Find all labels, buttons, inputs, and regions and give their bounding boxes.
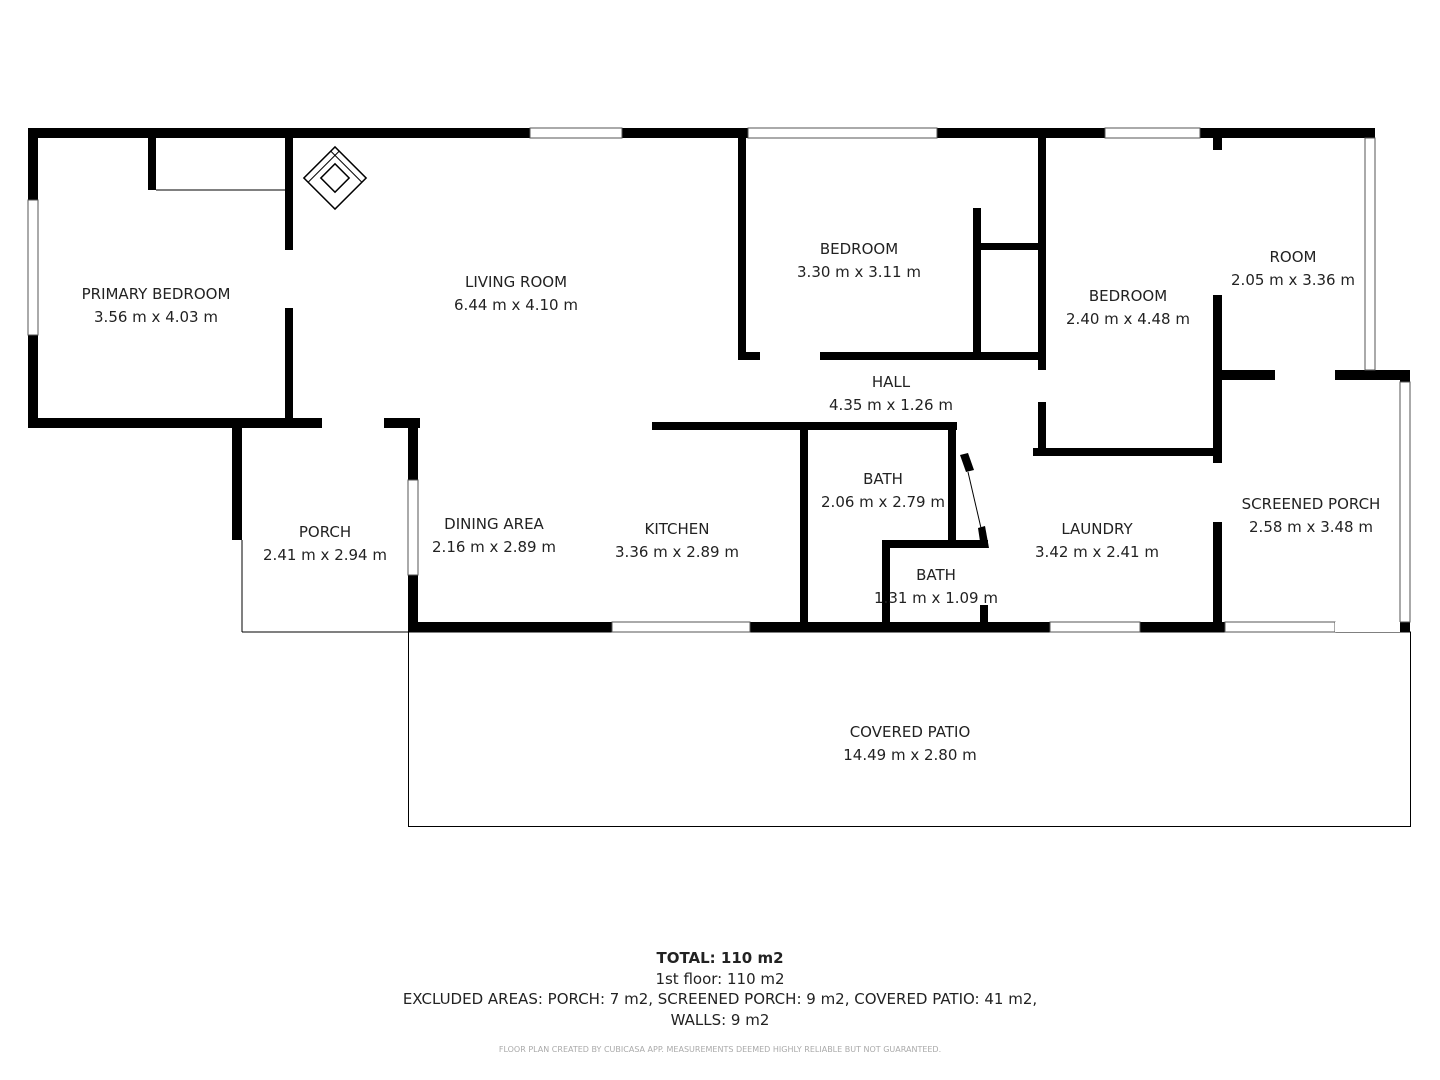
room-screened-porch: SCREENED PORCH 2.58 m x 3.48 m [1242, 493, 1381, 539]
room-bath-1: BATH 2.06 m x 2.79 m [821, 468, 945, 514]
room-size: 6.44 m x 4.10 m [454, 296, 578, 314]
total-area: TOTAL: 110 m2 [656, 949, 784, 967]
room-size: 3.56 m x 4.03 m [94, 308, 218, 326]
room-bath-2: BATH 1.31 m x 1.09 m [874, 564, 998, 610]
excluded-areas: EXCLUDED AREAS: PORCH: 7 m2, SCREENED PO… [402, 990, 1038, 1008]
walls [28, 128, 1410, 632]
room-primary-bedroom: PRIMARY BEDROOM 3.56 m x 4.03 m [82, 283, 231, 329]
credit-text: FLOOR PLAN CREATED BY CUBICASA APP. MEAS… [498, 1045, 942, 1054]
room-name: SCREENED PORCH [1241, 495, 1381, 513]
room-size: 2.06 m x 2.79 m [821, 493, 945, 511]
room-size: 4.35 m x 1.26 m [829, 396, 953, 414]
room-size: 2.16 m x 2.89 m [432, 538, 556, 556]
room-covered-patio: COVERED PATIO 14.49 m x 2.80 m [843, 721, 977, 767]
porch-outline [241, 540, 408, 633]
room-name: PORCH [298, 523, 352, 541]
room-laundry: LAUNDRY 3.42 m x 2.41 m [1035, 518, 1159, 564]
room-size: 3.30 m x 3.11 m [797, 263, 921, 281]
room-living-room: LIVING ROOM 6.44 m x 4.10 m [454, 271, 578, 317]
fireplace-icon [302, 145, 368, 211]
room-name: COVERED PATIO [849, 723, 971, 741]
room-dining-area: DINING AREA 2.16 m x 2.89 m [432, 513, 556, 559]
room-name: LAUNDRY [1061, 520, 1133, 538]
room-size: 2.40 m x 4.48 m [1066, 310, 1190, 328]
room-name: BATH [863, 470, 903, 488]
room-size: 2.05 m x 3.36 m [1231, 271, 1355, 289]
room-size: 2.58 m x 3.48 m [1249, 518, 1373, 536]
room-name: DINING AREA [444, 515, 544, 533]
room-size: 14.49 m x 2.80 m [843, 746, 977, 764]
walls-area: WALLS: 9 m2 [670, 1010, 770, 1029]
room-name: BEDROOM [819, 240, 899, 258]
room-name: PRIMARY BEDROOM [81, 285, 231, 303]
room-name: LIVING ROOM [464, 273, 568, 291]
room-name: ROOM [1269, 248, 1317, 266]
room-size: 3.42 m x 2.41 m [1035, 543, 1159, 561]
room-hall: HALL 4.35 m x 1.26 m [829, 371, 953, 417]
room-bedroom-1: BEDROOM 3.30 m x 3.11 m [797, 238, 921, 284]
room-bedroom-2: BEDROOM 2.40 m x 4.48 m [1066, 285, 1190, 331]
room-room: ROOM 2.05 m x 3.36 m [1231, 246, 1355, 292]
room-size: 3.36 m x 2.89 m [615, 543, 739, 561]
room-name: BEDROOM [1088, 287, 1168, 305]
room-porch: PORCH 2.41 m x 2.94 m [263, 521, 387, 567]
room-name: HALL [871, 373, 911, 391]
room-name: BATH [916, 566, 956, 584]
room-name: KITCHEN [644, 520, 710, 538]
room-kitchen: KITCHEN 3.36 m x 2.89 m [615, 518, 739, 564]
room-size: 2.41 m x 2.94 m [263, 546, 387, 564]
room-size: 1.31 m x 1.09 m [874, 589, 998, 607]
windows [27, 127, 1411, 633]
floor-area: 1st floor: 110 m2 [655, 969, 785, 988]
area-summary: TOTAL: 110 m2 1st floor: 110 m2 EXCLUDED… [0, 948, 1440, 1030]
